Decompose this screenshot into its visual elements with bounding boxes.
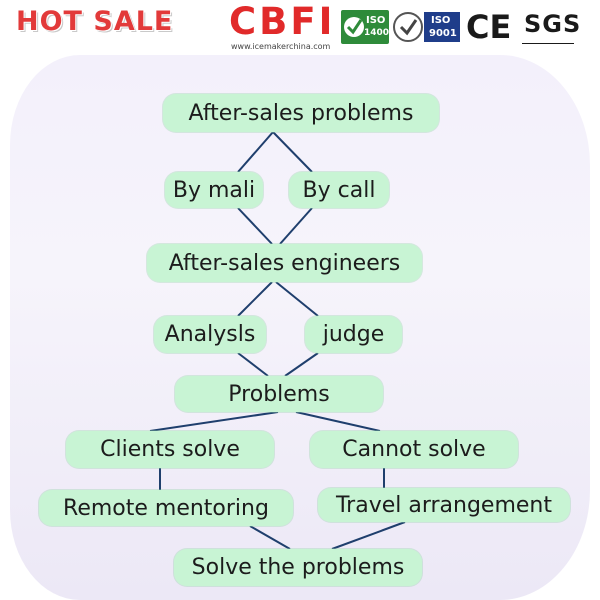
node-remote-mentoring: Remote mentoring xyxy=(39,490,293,526)
iso-9001-badge: ISO 9001 xyxy=(392,8,462,46)
node-travel-arrangement: Travel arrangement xyxy=(318,488,570,522)
node-analysis: Analysls xyxy=(154,316,266,353)
iso-14001-label-top: ISO xyxy=(366,15,386,26)
edge-analysis-to-problems xyxy=(237,352,269,377)
node-by-call: By call xyxy=(289,172,389,208)
edge-problems-to-call xyxy=(272,131,313,173)
iso-9001-icon xyxy=(393,12,460,42)
node-solve-the-problems: Solve the problems xyxy=(174,549,422,586)
iso-14001-icon xyxy=(341,10,389,44)
sgs-underline xyxy=(522,43,574,44)
edge-call-to-engineers xyxy=(279,207,313,245)
edge-travel-to-solve xyxy=(331,521,406,550)
edge-mail-to-engineers xyxy=(237,207,273,245)
sgs-mark: SGS xyxy=(524,10,582,38)
edge-problems-to-clients xyxy=(149,411,279,432)
iso-14001-label-bottom: 14001 xyxy=(364,28,396,38)
edge-problems-to-mail xyxy=(237,131,274,173)
edge-remote-to-solve xyxy=(249,525,291,550)
header-bar: HOT SALE CBFI www.icemakerchina.com ISO … xyxy=(0,0,600,60)
brand-website: www.icemakerchina.com xyxy=(231,42,331,51)
node-after-sales-engineers: After-sales engineers xyxy=(147,244,422,282)
node-problems: Problems xyxy=(175,376,383,412)
edge-engineers-to-judge xyxy=(275,281,319,317)
node-by-mail: By mali xyxy=(165,172,263,208)
iso-14001-badge: ISO 14001 xyxy=(340,8,395,46)
brand-logo: CBFI www.icemakerchina.com xyxy=(229,2,339,56)
iso-9001-label-bottom: 9001 xyxy=(429,28,457,39)
node-judge: judge xyxy=(305,316,402,353)
brand-name: CBFI xyxy=(229,0,336,43)
edge-engineers-to-analysis xyxy=(237,281,273,317)
hot-sale-label: HOT SALE xyxy=(16,6,174,37)
node-clients-solve: Clients solve xyxy=(66,431,274,468)
edge-judge-to-problems xyxy=(284,352,319,377)
iso-9001-label-top: ISO xyxy=(431,15,451,26)
node-after-sales-problems: After-sales problems xyxy=(163,94,439,132)
node-cannot-solve: Cannot solve xyxy=(310,431,518,468)
edge-problems-to-cannot xyxy=(295,411,381,432)
ce-mark: CE xyxy=(466,8,512,46)
